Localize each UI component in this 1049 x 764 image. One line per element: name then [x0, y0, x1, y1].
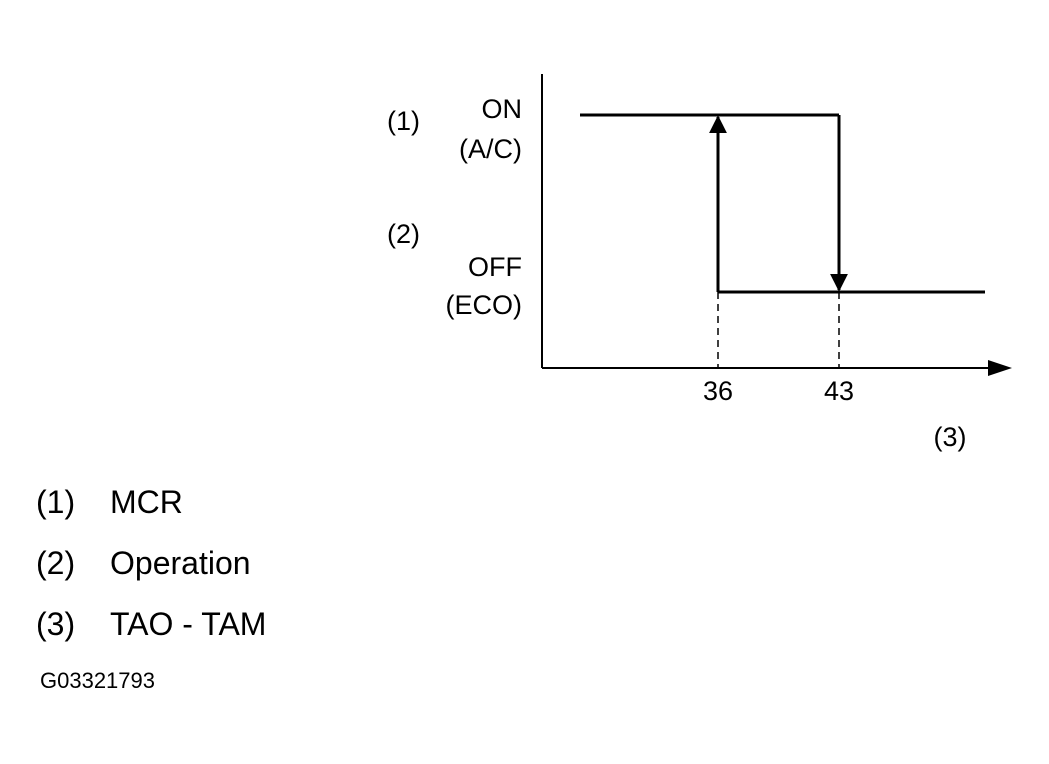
- legend-number: (3): [36, 606, 76, 642]
- legend: (1) MCR (2) Operation (3) TAO - TAM: [36, 480, 266, 663]
- x-tick-label-36: 36: [703, 376, 733, 406]
- y-level-off-sublabel: (ECO): [446, 290, 523, 320]
- legend-text: TAO - TAM: [110, 606, 267, 642]
- legend-item-operation: (2) Operation: [36, 541, 266, 602]
- y-level-on-sublabel: (A/C): [459, 134, 522, 164]
- legend-item-mcr: (1) MCR: [36, 480, 266, 541]
- legend-item-tao-tam: (3) TAO - TAM: [36, 602, 266, 663]
- chart-marks: [580, 113, 985, 368]
- legend-number: (2): [36, 545, 76, 581]
- legend-number: (1): [36, 484, 76, 520]
- legend-text: MCR: [110, 484, 183, 520]
- x-tick-label-43: 43: [824, 376, 854, 406]
- x-axis-label: (3): [934, 422, 967, 452]
- y-level-1-number: (1): [387, 106, 420, 136]
- y-level-off-label: OFF: [468, 252, 522, 282]
- x-axis-arrow: [988, 360, 1012, 376]
- y-level-2-number: (2): [387, 219, 420, 249]
- figure-id: G03321793: [40, 668, 155, 693]
- y-level-on-label: ON: [482, 94, 523, 124]
- legend-text: Operation: [110, 545, 251, 581]
